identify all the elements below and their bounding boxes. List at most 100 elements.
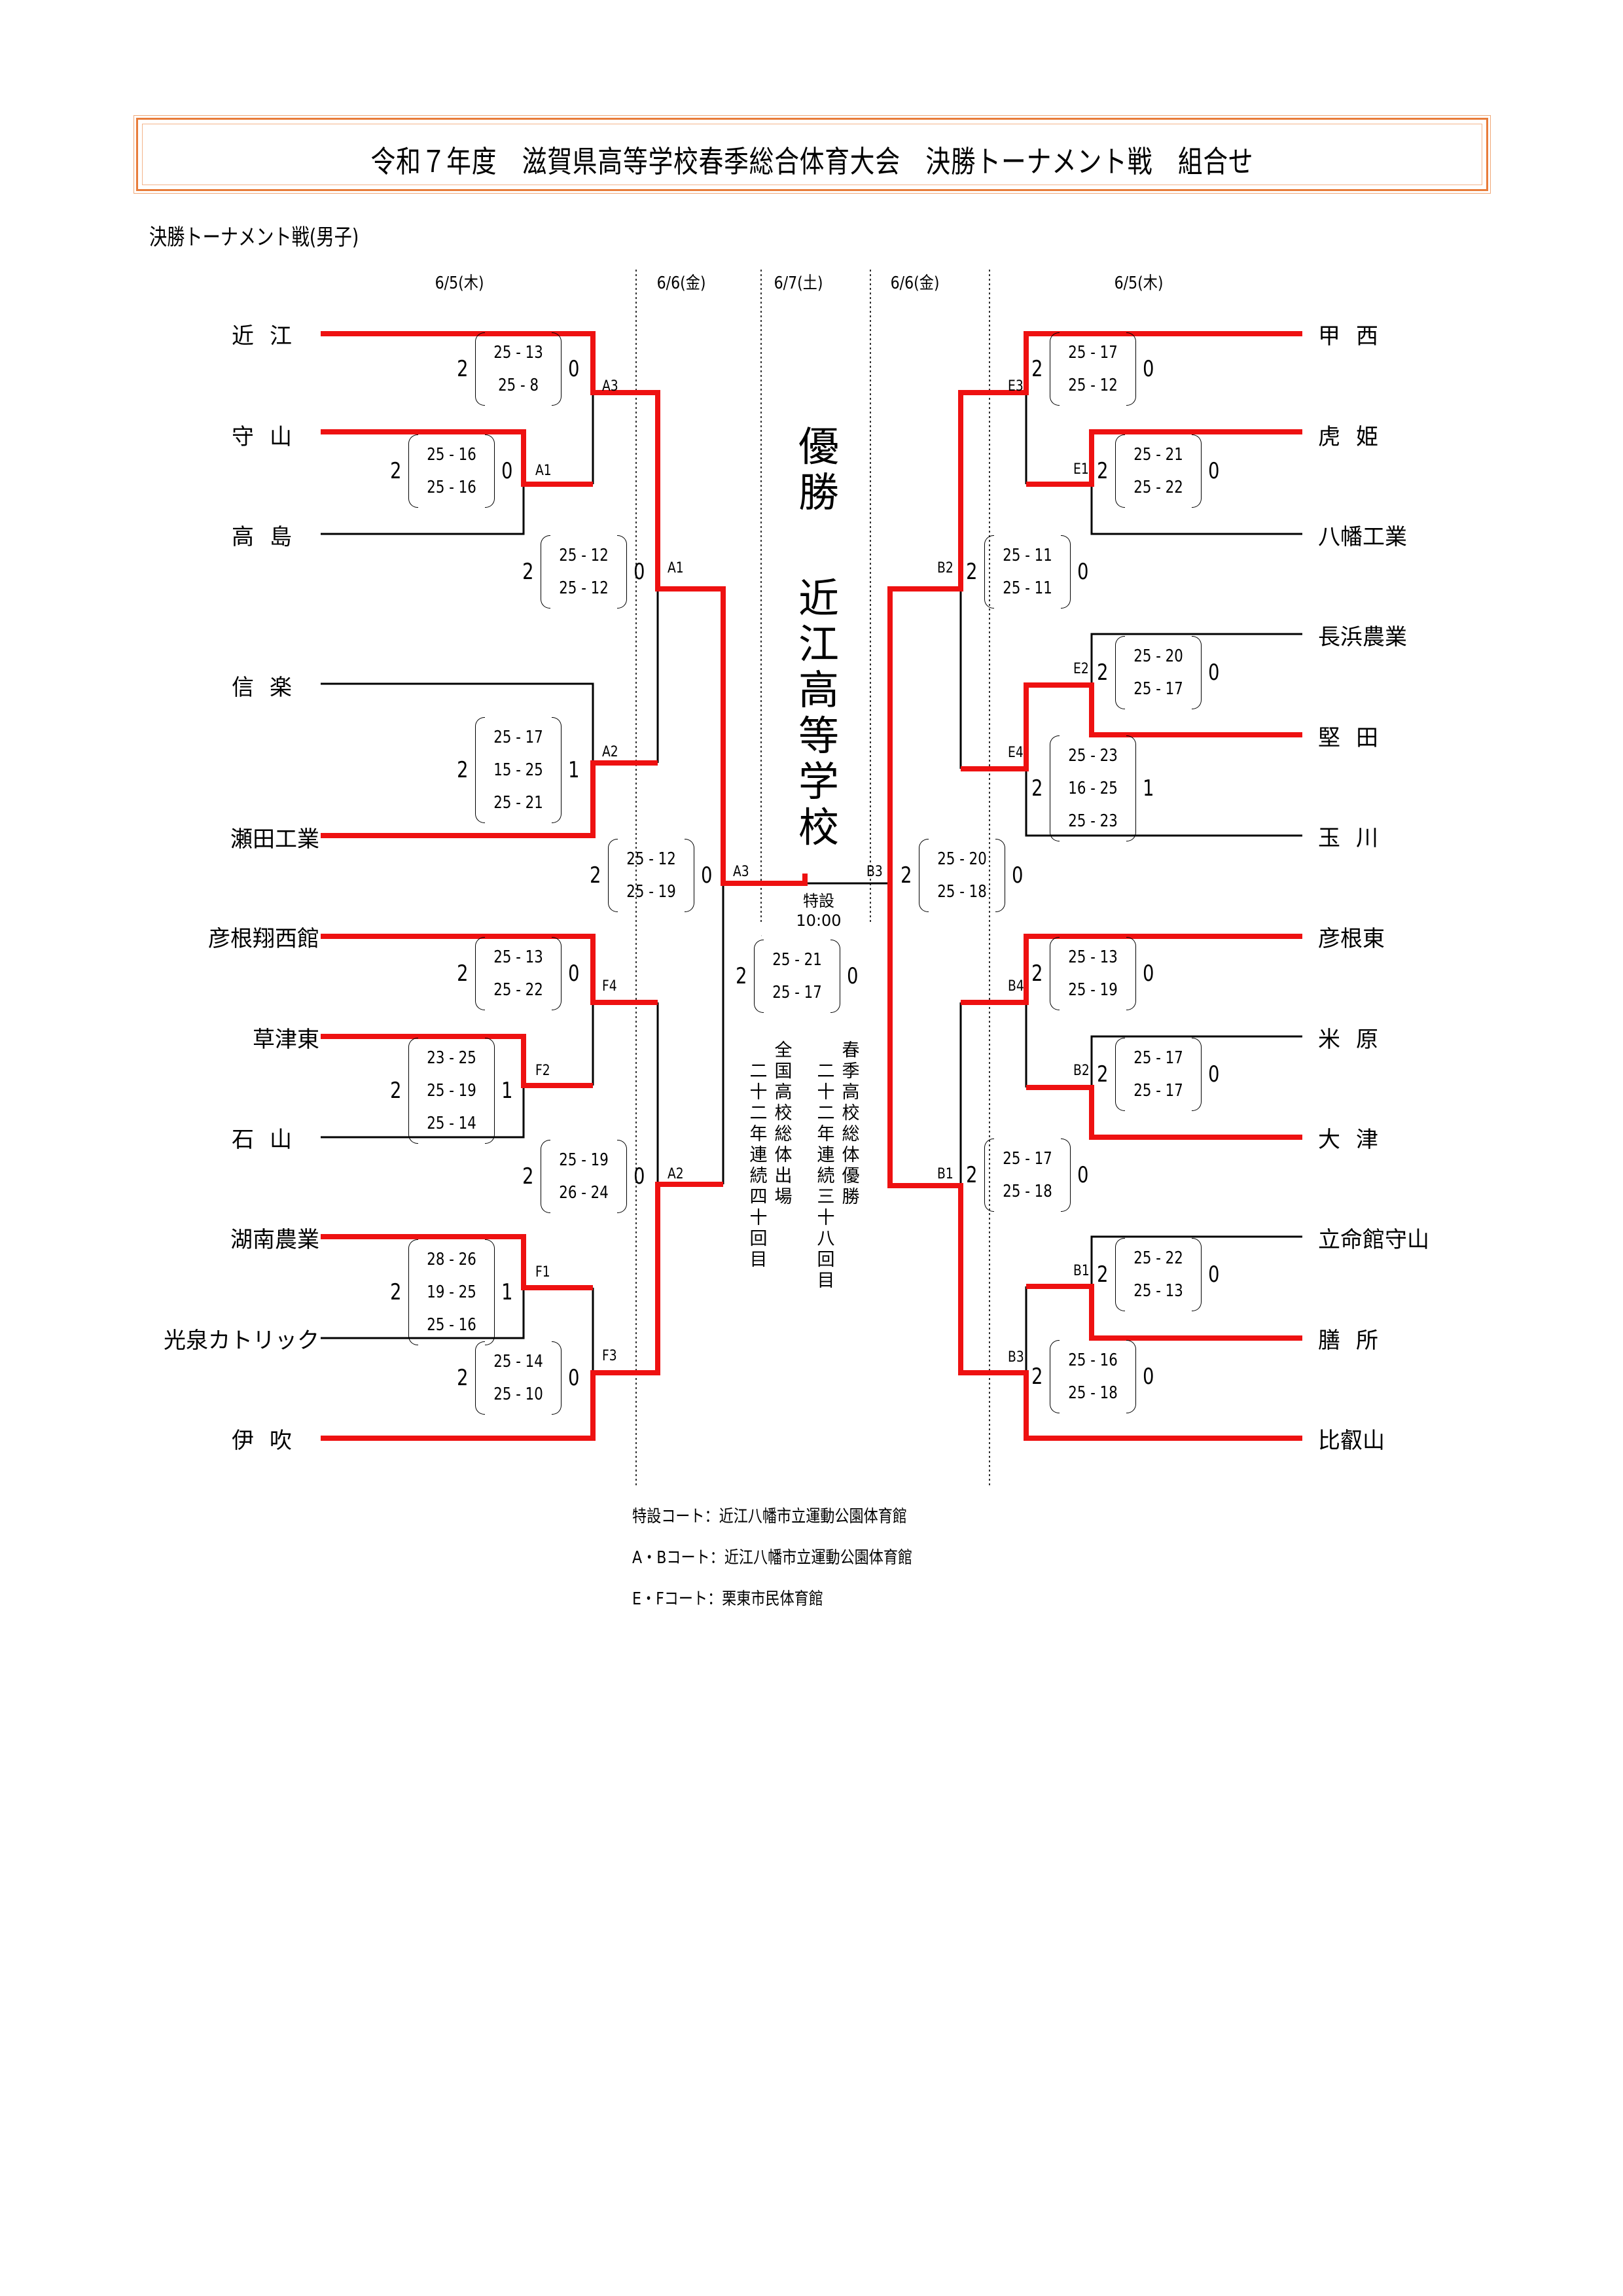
set-score: 25 - 10 <box>493 1385 543 1404</box>
set-score: 25 - 19 <box>1067 980 1118 1000</box>
loser-lines <box>321 393 1302 1373</box>
set-score: 25 - 16 <box>426 1315 476 1335</box>
date-left-r1: 6/5(木) <box>435 274 484 293</box>
loser-sets: 0 <box>567 356 580 382</box>
set-scores: 23 - 25 25 - 19 25 - 14 <box>407 1038 496 1144</box>
winner-sets: 2 <box>1031 356 1043 382</box>
loser-sets: 0 <box>1142 961 1154 987</box>
champion-school: 近江高等学校 <box>798 574 839 851</box>
team-left-6: 彦根翔西館 <box>208 926 319 952</box>
note-national-count: 二十二年連続四十回目 <box>749 1061 768 1270</box>
section-subtitle: 決勝トーナメント戦(男子) <box>149 224 359 251</box>
line-hikone-shoseikan <box>321 934 658 1005</box>
loser-sets: 1 <box>501 1078 513 1104</box>
line-ibuki <box>321 1182 723 1441</box>
line-nagahama <box>1090 633 1302 685</box>
set-score: 25 - 11 <box>1002 578 1052 598</box>
loser-sets: 0 <box>846 963 859 989</box>
set-score: 25 - 16 <box>426 478 476 497</box>
set-score: 25 - 19 <box>426 1081 476 1101</box>
team-left-11: 伊吹 <box>232 1428 308 1454</box>
match-code: A3 <box>733 864 749 880</box>
set-score: 16 - 25 <box>1067 779 1118 798</box>
line-moriyama <box>321 429 593 487</box>
set-score: 25 - 18 <box>1067 1383 1118 1403</box>
match-code: B1 <box>937 1166 954 1182</box>
match-code: B3 <box>1008 1349 1024 1366</box>
team-right-5: 堅田 <box>1318 725 1394 751</box>
line-omi <box>321 331 808 886</box>
line-shigaraki <box>321 682 594 763</box>
loser-sets: 0 <box>1077 559 1089 585</box>
set-score: 28 - 26 <box>426 1250 476 1269</box>
set-score: 25 - 17 <box>1067 343 1118 362</box>
set-score: 26 - 24 <box>558 1183 609 1203</box>
loser-sets: 0 <box>1207 458 1220 484</box>
team-right-11: 膳所 <box>1318 1328 1394 1354</box>
line-hachiman <box>1090 484 1302 535</box>
match-code: E2 <box>1073 661 1089 677</box>
set-score: 25 - 22 <box>493 980 543 1000</box>
set-score: 25 - 8 <box>497 376 539 395</box>
loser-sets: 0 <box>700 862 713 889</box>
set-score: 25 - 13 <box>493 343 543 362</box>
winner-sets: 2 <box>522 1163 534 1190</box>
set-score: 25 - 20 <box>1133 646 1183 666</box>
set-score: 15 - 25 <box>493 760 543 780</box>
winner-sets: 2 <box>736 963 747 989</box>
match-code: A1 <box>668 560 684 576</box>
set-scores: 25 - 13 25 - 8 <box>474 332 563 406</box>
loser-sets: 1 <box>501 1279 513 1305</box>
line-katata <box>961 682 1302 771</box>
set-score: 25 - 20 <box>936 849 987 869</box>
line-hikone-higashi <box>961 934 1302 1005</box>
loser-sets: 0 <box>1207 660 1220 686</box>
set-score: 25 - 18 <box>1002 1182 1052 1201</box>
set-score: 25 - 19 <box>626 882 676 902</box>
line-takashima <box>321 484 525 535</box>
champion-label: 優勝 <box>798 423 839 516</box>
loser-sets: 0 <box>567 961 580 987</box>
match-code: A3 <box>602 378 618 395</box>
match-code: F4 <box>602 978 617 995</box>
line-kusatsu-higashi <box>321 1034 593 1088</box>
team-right-6: 玉川 <box>1318 825 1394 851</box>
team-left-9: 湖南農業 <box>230 1227 319 1253</box>
loser-sets: 0 <box>1142 1364 1154 1390</box>
winner-lines <box>321 331 1302 1441</box>
set-score: 23 - 25 <box>426 1048 476 1068</box>
set-score: 25 - 17 <box>1133 1048 1183 1068</box>
final-time: 10:00 <box>796 911 842 930</box>
set-scores: 25 - 12 25 - 19 <box>607 839 696 912</box>
line-seta <box>321 760 658 838</box>
line-maibara <box>1090 1035 1302 1087</box>
team-right-8: 米原 <box>1318 1027 1394 1053</box>
winner-sets: 2 <box>1097 660 1109 686</box>
winner-sets: 2 <box>1097 1262 1109 1288</box>
set-score: 25 - 14 <box>493 1352 543 1371</box>
set-score: 25 - 14 <box>426 1114 476 1133</box>
team-left-7: 草津東 <box>253 1027 319 1053</box>
match-code: E4 <box>1008 745 1024 761</box>
loser-sets: 0 <box>501 458 513 484</box>
set-score: 25 - 12 <box>626 849 676 869</box>
winner-sets: 2 <box>522 559 534 585</box>
match-code: B4 <box>1008 978 1024 995</box>
line-ishiyama <box>321 1086 525 1139</box>
match-code: B1 <box>1073 1263 1090 1279</box>
loser-sets: 0 <box>1207 1061 1220 1087</box>
